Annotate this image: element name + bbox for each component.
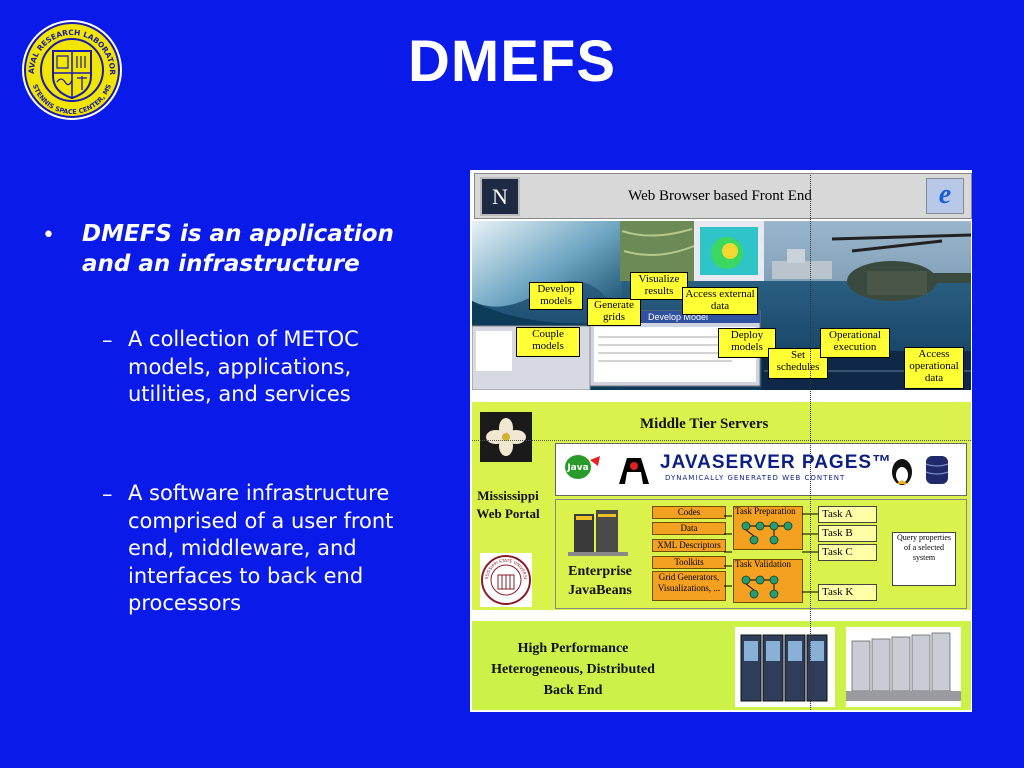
label-deploy-models: Deploy models: [718, 328, 776, 358]
back-end-label: High Performance Heterogeneous, Distribu…: [491, 641, 655, 698]
divider-line: [472, 440, 971, 441]
ejb-panel: [555, 499, 967, 609]
task-flow-graphic: [724, 506, 822, 606]
jsp-tagline: DYNAMICALLY GENERATED WEB CONTENT: [665, 474, 846, 482]
java-mascot-graphic: Java: [562, 450, 602, 484]
divider-line: [810, 175, 811, 710]
component-toolkits: Toolkits: [652, 556, 726, 569]
label-visualize-results: Visualize results: [630, 272, 688, 300]
java-badge-label: Java: [566, 463, 588, 473]
task-k: Task K: [818, 584, 877, 601]
component-data: Data: [652, 522, 726, 535]
supercomputer-graphic: [846, 627, 961, 707]
sub-bullet-marker: –: [102, 328, 113, 352]
portal-graphic: [480, 412, 532, 462]
server-rack-graphic: [735, 627, 835, 707]
label-couple-models: Couple models: [516, 327, 580, 357]
label-access-operational-data: Access operational data: [904, 347, 964, 389]
label-set-schedules: Set schedules: [768, 348, 828, 379]
ejb-label: Enterprise JavaBeans: [568, 564, 632, 598]
task-b: Task B: [818, 525, 877, 542]
query-box: Query properties of a selected system: [892, 532, 956, 586]
front-end-title: Web Browser based Front End: [628, 188, 812, 204]
label-access-external-data: Access external data: [682, 287, 758, 315]
label-generate-grids: Generate grids: [587, 298, 641, 326]
component-codes: Codes: [652, 506, 726, 519]
task-preparation-label: Task Preparation: [735, 506, 796, 516]
bullet-main: DMEFS is an application and an infrastru…: [82, 221, 394, 277]
middle-tier-title: Middle Tier Servers: [640, 416, 769, 432]
netscape-icon: N: [480, 177, 520, 216]
develop-model-window-title: Develop Model: [648, 312, 708, 322]
sub-bullet-marker: –: [102, 482, 113, 506]
mississippi-web-portal-label: Mississippi Web Portal: [476, 488, 540, 521]
slide-title: DMEFS: [408, 29, 616, 94]
task-c: Task C: [818, 544, 877, 561]
component-xml-descriptors: XML Descriptors: [652, 539, 726, 552]
bullet-marker: •: [42, 223, 55, 248]
front-end-header: [474, 173, 972, 219]
nrl-logo: NAVAL RESEARCH LABORATORY STENNIS SPACE …: [13, 11, 127, 122]
jsp-title: JAVASERVER PAGES™: [660, 452, 893, 473]
duke-mascot-graphic: [615, 452, 657, 488]
task-a: Task A: [818, 506, 877, 523]
label-operational-execution: Operational execution: [820, 328, 890, 358]
msu-seal: MISSISSIPPI STATE UNIVERSITY: [478, 549, 532, 607]
internet-explorer-icon: e: [926, 178, 964, 214]
sub-bullet-1: A collection of METOC models, applicatio…: [128, 327, 359, 406]
label-develop-models: Develop models: [529, 282, 583, 310]
component-grid-generators: Grid Generators, Visualizations, ...: [652, 571, 726, 601]
linux-database-graphic: [882, 450, 952, 488]
front-end-collage: Develop Model Develop models Generate gr…: [472, 221, 971, 390]
sub-bullet-2: A software infrastructure comprised of a…: [128, 481, 394, 615]
task-validation-label: Task Validation: [735, 559, 791, 569]
ejb-graphic: [566, 506, 634, 558]
